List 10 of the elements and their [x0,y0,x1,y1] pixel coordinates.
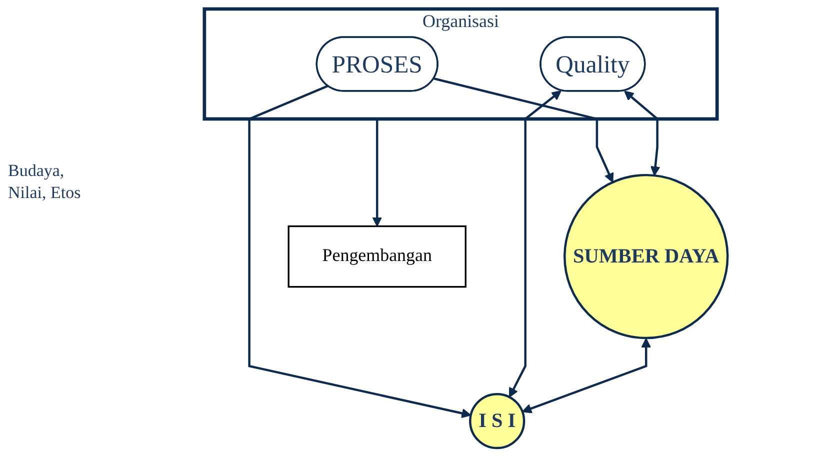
arrow [372,118,382,227]
arrow [434,78,614,183]
arrow [624,90,660,176]
side-label: Budaya, Nilai, Etos [8,160,82,204]
node-box: Pengembangan [288,225,466,288]
arrow [508,90,562,398]
arrow [248,84,472,418]
node-circle: I S I [469,393,526,450]
node-circle: SUMBER DAYA [564,174,729,340]
arrow [522,338,652,414]
